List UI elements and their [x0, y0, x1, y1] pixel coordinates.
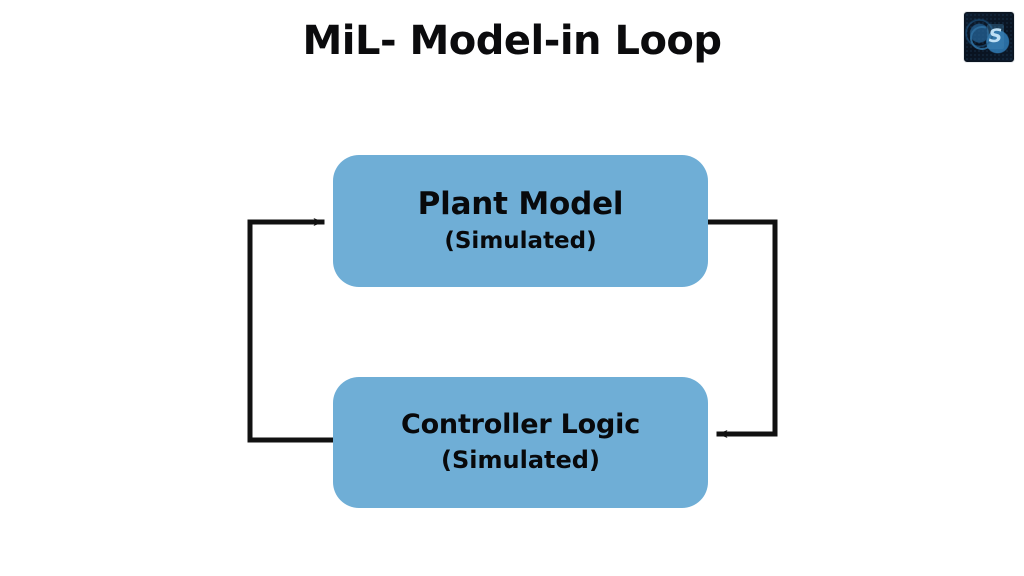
node-controller-logic[interactable]: Controller Logic (Simulated) — [333, 377, 708, 508]
company-logo: S — [964, 12, 1014, 62]
logo-dot-pattern — [965, 13, 1013, 61]
node-plant-model-title: Plant Model — [417, 186, 624, 223]
connection-plant-to-controller — [705, 219, 778, 438]
node-controller-logic-title: Controller Logic — [400, 409, 641, 441]
logo-letter-glyph: S — [987, 24, 1004, 49]
connection-controller-to-plant — [247, 218, 336, 443]
node-plant-model[interactable]: Plant Model (Simulated) — [333, 155, 708, 287]
page-title: MiL- Model-in Loop — [302, 18, 722, 64]
node-plant-model-subtitle: (Simulated) — [444, 228, 597, 255]
node-controller-logic-subtitle: (Simulated) — [441, 446, 600, 475]
